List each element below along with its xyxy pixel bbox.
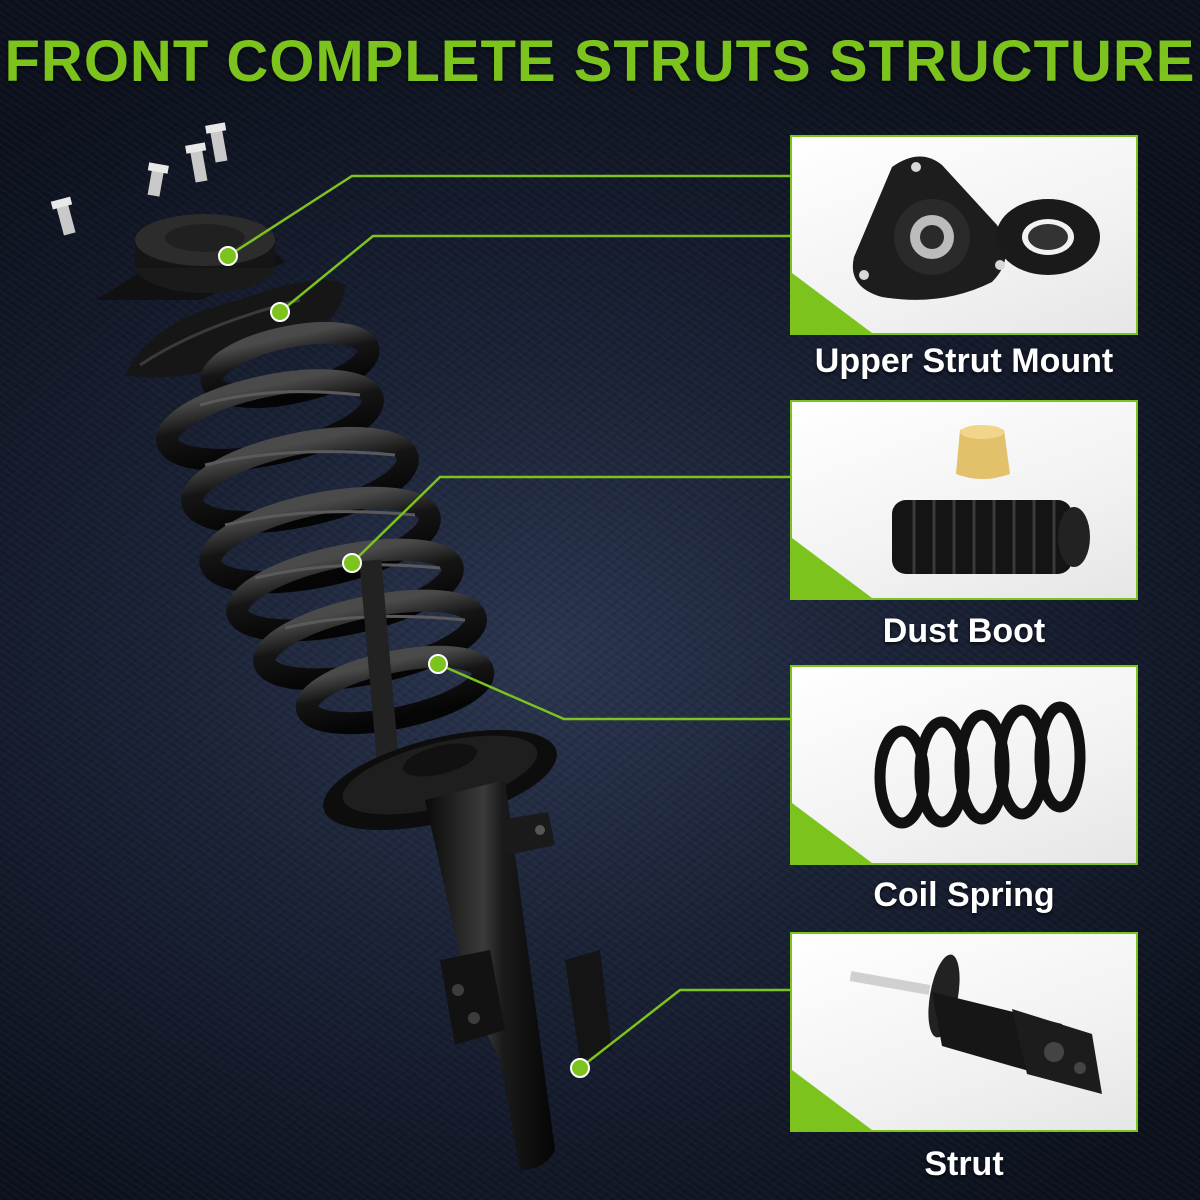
strut-mount-icon (852, 156, 1100, 300)
page-title: FRONT COMPLETE STRUTS STRUCTURE (4, 29, 1196, 94)
coil-spring-label: Coil Spring (873, 876, 1055, 914)
leader-dots (218, 246, 590, 1078)
panel-corner-accent (792, 538, 872, 598)
strut-panel (790, 932, 1138, 1132)
dust-boot-panel (790, 400, 1138, 600)
strut-icon (849, 954, 1102, 1094)
strut-body-part (425, 780, 612, 1170)
coil-spring-panel (790, 665, 1138, 865)
leader-lines (227, 174, 792, 1069)
upper-strut-mount-label: Upper Strut Mount (814, 342, 1114, 380)
panel-corner-accent (792, 803, 872, 863)
lower-spring-seat-part (323, 729, 557, 831)
upper-mount-part (95, 214, 285, 300)
strut-label: Strut (924, 1145, 1004, 1183)
upper-strut-mount-panel (790, 135, 1138, 335)
panel-corner-accent (792, 1070, 872, 1130)
piston-rod-part (359, 559, 399, 761)
mounting-bolts (50, 122, 228, 236)
dust-boot-label: Dust Boot (882, 612, 1046, 650)
coil-spring-icon (874, 701, 1086, 829)
dust-boot-icon (892, 425, 1090, 574)
